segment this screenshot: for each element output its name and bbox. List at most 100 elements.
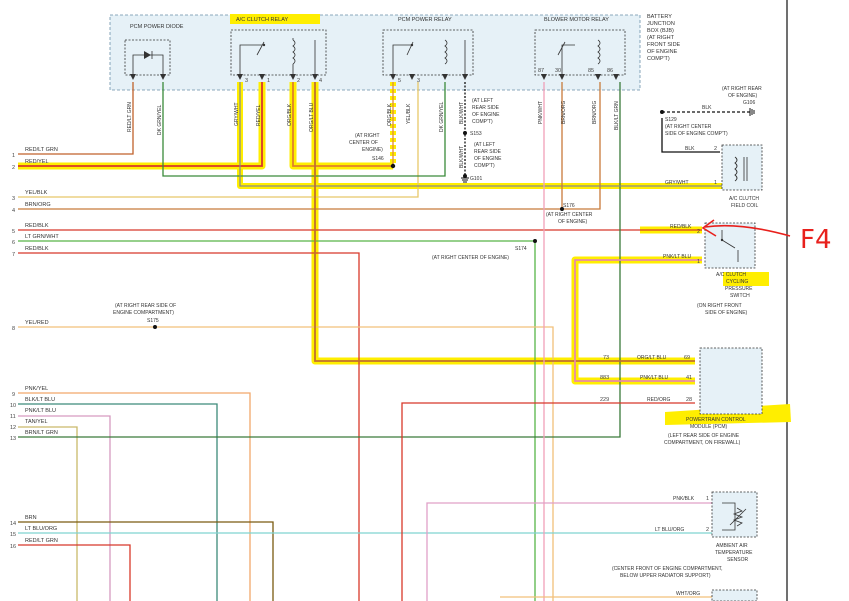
svg-text:(AT RIGHT REAR SIDE OF: (AT RIGHT REAR SIDE OF	[115, 303, 176, 309]
svg-text:ENGINE): ENGINE)	[362, 147, 383, 153]
svg-text:SWITCH: SWITCH	[730, 293, 750, 299]
svg-text:RED/BLK: RED/BLK	[25, 223, 49, 229]
svg-text:YEL/RED: YEL/RED	[25, 320, 49, 326]
svg-text:4: 4	[319, 78, 322, 84]
svg-text:(AT RIGHT REAR: (AT RIGHT REAR	[722, 86, 762, 92]
svg-text:A/C CLUTCH: A/C CLUTCH	[729, 196, 759, 202]
svg-text:ENGINE COMPARTMENT): ENGINE COMPARTMENT)	[113, 310, 174, 316]
svg-text:ORG/BLK: ORG/BLK	[387, 103, 393, 126]
svg-text:RED/BLK: RED/BLK	[25, 246, 49, 252]
svg-text:2: 2	[297, 78, 300, 84]
svg-text:BOX (BJB): BOX (BJB)	[647, 28, 674, 34]
svg-text:1: 1	[12, 153, 15, 159]
svg-text:COMP'T): COMP'T)	[474, 163, 495, 169]
svg-text:BRN/ORG: BRN/ORG	[25, 202, 51, 208]
svg-text:LT BLU/ORG: LT BLU/ORG	[25, 526, 57, 532]
svg-text:DK GRN/YEL: DK GRN/YEL	[439, 101, 445, 132]
svg-text:YEL/BLK: YEL/BLK	[406, 103, 412, 124]
svg-text:87: 87	[538, 68, 544, 74]
svg-text:SIDE OF ENGINE COMP'T): SIDE OF ENGINE COMP'T)	[665, 131, 728, 137]
ambient-temp-sensor: 1 2 AMBIENT AIR TEMPERATURE SENSOR (CENT…	[612, 491, 758, 601]
svg-text:G106: G106	[743, 100, 755, 106]
svg-text:GRY/WHT: GRY/WHT	[665, 180, 689, 186]
svg-text:COMP'T): COMP'T)	[647, 56, 670, 62]
svg-text:MODULE (PCM): MODULE (PCM)	[690, 424, 728, 430]
svg-text:CENTER OF: CENTER OF	[349, 140, 378, 146]
svg-text:ORG/BLK: ORG/BLK	[287, 103, 293, 126]
svg-text:(AT RIGHT CENTER: (AT RIGHT CENTER	[665, 124, 712, 130]
svg-text:REAR SIDE: REAR SIDE	[474, 149, 502, 155]
bjb-label-1: BATTERY	[647, 14, 672, 20]
f4-label: F4	[800, 225, 832, 255]
svg-text:PNK/LT BLU: PNK/LT BLU	[640, 375, 669, 381]
svg-text:2: 2	[12, 165, 15, 171]
svg-text:(CENTER FRONT OF ENGINE COMPAR: (CENTER FRONT OF ENGINE COMPARTMENT,	[612, 566, 723, 572]
svg-text:LT BLU/ORG: LT BLU/ORG	[655, 527, 684, 533]
svg-text:PRESSURE: PRESSURE	[725, 286, 753, 292]
svg-text:(AT LEFT: (AT LEFT	[474, 142, 495, 148]
svg-text:S129: S129	[665, 117, 677, 123]
svg-text:(LEFT REAR SIDE OF ENGINE: (LEFT REAR SIDE OF ENGINE	[668, 433, 740, 439]
svg-text:TEMPERATURE: TEMPERATURE	[715, 550, 753, 556]
svg-text:S174: S174	[515, 246, 527, 252]
svg-text:BRN/LT GRN: BRN/LT GRN	[25, 430, 58, 436]
svg-text:PNK/BLK: PNK/BLK	[673, 496, 695, 502]
svg-text:ORG/LT BLU: ORG/LT BLU	[637, 355, 667, 361]
svg-text:FIELD COIL: FIELD COIL	[731, 203, 758, 209]
svg-text:S146: S146	[372, 156, 384, 162]
svg-text:13: 13	[10, 436, 16, 442]
svg-text:6: 6	[12, 240, 15, 246]
svg-text:BLK/LT BLU: BLK/LT BLU	[25, 397, 55, 403]
svg-text:(AT LEFT: (AT LEFT	[472, 98, 493, 104]
svg-text:10: 10	[10, 403, 16, 409]
ac-clutch-field-coil: 2 1 A/C CLUTCH FIELD COIL	[714, 144, 763, 209]
svg-text:883: 883	[600, 375, 609, 381]
svg-text:S175: S175	[147, 318, 159, 324]
svg-text:OF ENGINE): OF ENGINE)	[558, 219, 588, 225]
svg-text:WHT/ORG: WHT/ORG	[676, 591, 700, 597]
handwritten-annotation: F4	[701, 219, 832, 255]
svg-text:5: 5	[398, 78, 401, 84]
svg-text:BLK: BLK	[685, 146, 695, 152]
pcm-module: POWERTRAIN CONTROL MODULE (PCM) (LEFT RE…	[664, 347, 763, 446]
svg-text:REAR SIDE: REAR SIDE	[472, 105, 500, 111]
svg-text:LT GRN/WHT: LT GRN/WHT	[25, 234, 59, 240]
svg-text:(AT RIGHT CENTER OF ENGINE): (AT RIGHT CENTER OF ENGINE)	[432, 255, 509, 261]
svg-text:GRY/WHT: GRY/WHT	[234, 102, 240, 126]
svg-text:2: 2	[697, 229, 700, 235]
svg-text:JUNCTION: JUNCTION	[647, 21, 675, 27]
svg-text:2: 2	[714, 146, 717, 152]
svg-text:BLK/WHT: BLK/WHT	[459, 102, 465, 124]
svg-text:(AT RIGHT: (AT RIGHT	[355, 133, 380, 139]
svg-text:(AT RIGHT CENTER: (AT RIGHT CENTER	[546, 212, 593, 218]
svg-text:11: 11	[10, 414, 16, 420]
ground-g101-icon	[461, 177, 469, 183]
svg-text:4: 4	[12, 208, 15, 214]
pcm-power-relay-label: PCM POWER RELAY	[398, 17, 452, 23]
svg-text:1: 1	[267, 78, 270, 84]
ac-clutch-relay: A/C CLUTCH RELAY 3 1 2 4	[230, 14, 327, 84]
svg-text:BELOW UPPER RADIATOR SUPPORT): BELOW UPPER RADIATOR SUPPORT)	[620, 573, 711, 579]
svg-text:RED/LT GRN: RED/LT GRN	[25, 538, 58, 544]
svg-text:3: 3	[245, 78, 248, 84]
svg-text:S176: S176	[563, 203, 575, 209]
svg-text:3: 3	[12, 196, 15, 202]
svg-text:OF ENGINE: OF ENGINE	[472, 112, 500, 118]
svg-text:SENSOR: SENSOR	[727, 557, 749, 563]
svg-text:BLK: BLK	[702, 105, 712, 111]
svg-text:RED/ORG: RED/ORG	[647, 397, 670, 403]
svg-text:1: 1	[714, 180, 717, 186]
pcm-power-relay: PCM POWER RELAY 5 3	[382, 17, 474, 84]
svg-text:9: 9	[12, 392, 15, 398]
svg-text:POWERTRAIN CONTROL: POWERTRAIN CONTROL	[686, 417, 746, 423]
svg-text:69: 69	[684, 355, 690, 361]
splice-dots	[153, 110, 664, 329]
svg-text:G101: G101	[470, 176, 482, 182]
pcm-power-diode-label: PCM POWER DIODE	[130, 24, 184, 30]
svg-text:28: 28	[686, 397, 692, 403]
svg-text:8: 8	[12, 326, 15, 332]
svg-text:BRN/ORG: BRN/ORG	[592, 101, 598, 124]
svg-text:COMP'T): COMP'T)	[472, 119, 493, 125]
svg-text:PNK/LT BLU: PNK/LT BLU	[663, 254, 692, 260]
svg-text:7: 7	[12, 252, 15, 258]
